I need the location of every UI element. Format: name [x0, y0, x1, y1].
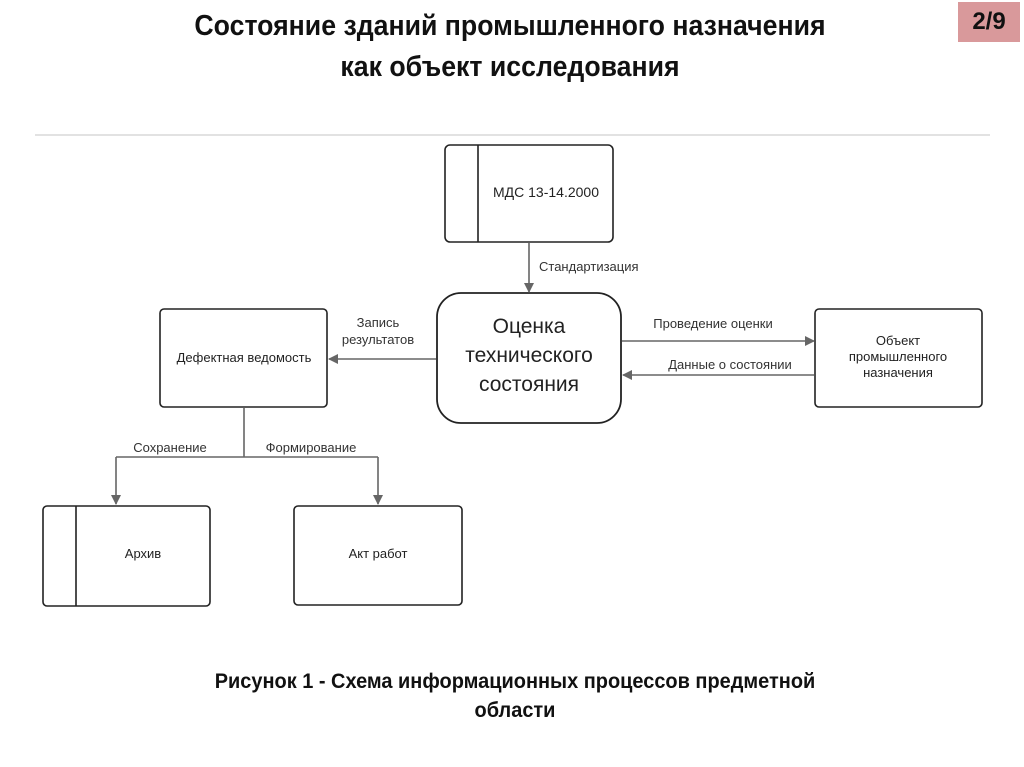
- edge-standardization: Стандартизация: [524, 243, 639, 293]
- node-assessment-line-3: состояния: [479, 373, 579, 396]
- node-mds-label: МДС 13-14.2000: [493, 184, 599, 200]
- node-industrial-object: Объект промышленного назначения: [814, 308, 983, 408]
- slide-title-line-1: Состояние зданий промышленного назначени…: [194, 10, 826, 42]
- node-assessment-process: Оценка технического состояния: [436, 292, 622, 424]
- edge-state-data: Данные о состоянии: [622, 357, 814, 380]
- title-divider: [35, 134, 990, 136]
- edge-saving-label: Сохранение: [133, 440, 207, 455]
- edge-conduct-assessment-label: Проведение оценки: [653, 316, 773, 331]
- edge-record-results: Запись результатов: [328, 315, 436, 364]
- node-defect-label: Дефектная ведомость: [177, 350, 312, 365]
- slide-title: Состояние зданий промышленного назначени…: [96, 6, 924, 88]
- node-defect-list: Дефектная ведомость: [159, 308, 328, 408]
- edge-record-results-line-2: результатов: [342, 332, 414, 347]
- edge-conduct-assessment: Проведение оценки: [622, 316, 815, 346]
- edge-forming: Формирование: [266, 440, 383, 505]
- slide-title-line-2: как объект исследования: [340, 51, 680, 83]
- node-act-of-works: Акт работ: [293, 505, 463, 606]
- node-object-line-1: Объект: [876, 333, 920, 348]
- figure-caption: Рисунок 1 - Схема информационных процесс…: [111, 667, 919, 725]
- edge-record-results-line-1: Запись: [357, 315, 400, 330]
- figure-caption-line-1: Рисунок 1 - Схема информационных процесс…: [214, 670, 816, 693]
- node-assessment-line-1: Оценка: [493, 315, 566, 338]
- node-object-line-3: назначения: [863, 365, 933, 380]
- node-archive-label: Архив: [125, 546, 162, 561]
- figure-caption-line-2: области: [474, 699, 556, 722]
- node-object-line-2: промышленного: [849, 349, 947, 364]
- edge-state-data-label: Данные о состоянии: [668, 357, 792, 372]
- edge-saving: Сохранение: [111, 440, 207, 505]
- node-archive-datastore: Архив: [42, 505, 211, 607]
- page-number-badge: 2/9: [958, 2, 1020, 42]
- edge-standardization-label: Стандартизация: [539, 259, 639, 274]
- node-act-label: Акт работ: [349, 546, 408, 561]
- node-mds-datastore: МДС 13-14.2000: [444, 144, 614, 243]
- edge-forming-label: Формирование: [266, 440, 357, 455]
- edge-branch-trunk: [116, 408, 378, 458]
- node-assessment-line-2: технического: [465, 344, 593, 367]
